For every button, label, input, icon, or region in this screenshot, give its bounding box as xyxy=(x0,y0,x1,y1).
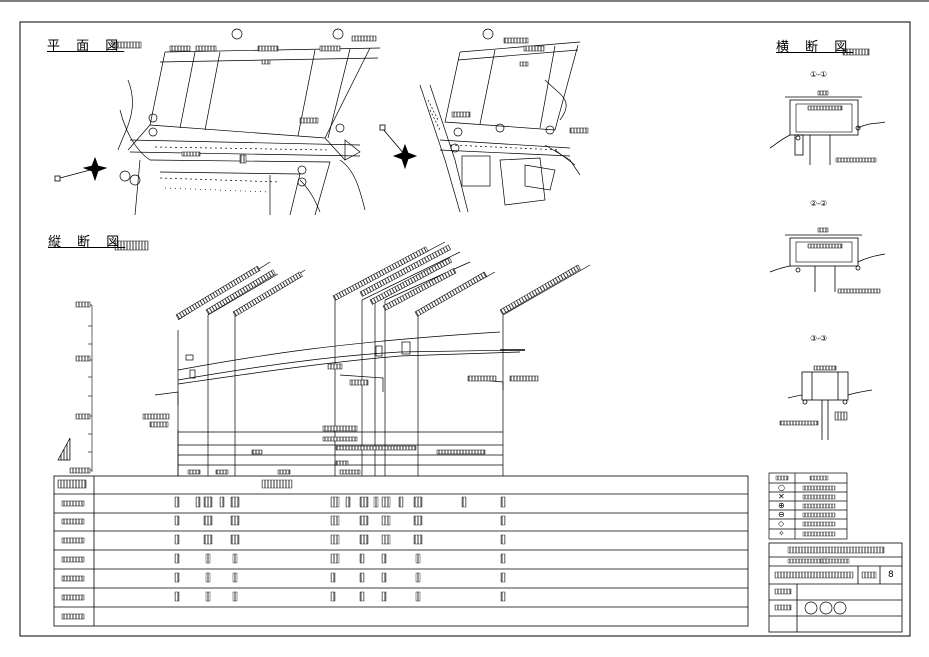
profile-data-table xyxy=(53,475,749,627)
north-arrow-icon-right xyxy=(379,124,418,170)
plan-callouts xyxy=(231,28,494,40)
section-label-3: ③-③ xyxy=(810,334,828,343)
cross-section-3 xyxy=(787,371,873,440)
cross-section-title: 横 断 図 xyxy=(776,40,854,55)
profile-leader-labels xyxy=(69,240,581,475)
plan-view-title: 平 面 図 xyxy=(47,39,125,54)
title-block-callouts xyxy=(804,601,847,615)
table-row-headers xyxy=(57,479,87,620)
cross-section-1 xyxy=(769,96,886,165)
cross-section-labels xyxy=(779,90,881,426)
legend-symbol-6: ✧ xyxy=(778,529,785,538)
profile-view-title: 縦 断 図 xyxy=(48,235,126,250)
legend-table xyxy=(768,472,848,540)
legend-symbol-1: ○ xyxy=(778,483,785,492)
legend-cells xyxy=(775,475,836,537)
section-label-1: ①-① xyxy=(810,70,828,79)
title-block-cells xyxy=(774,546,885,611)
sheet-number: 8 xyxy=(888,570,894,580)
profile-vertical-scale xyxy=(88,304,93,472)
cross-section-2 xyxy=(769,234,886,292)
legend-symbol-2: ✕ xyxy=(778,492,785,501)
north-arrow-icon xyxy=(54,156,108,182)
legend-symbol-5: ◇ xyxy=(778,519,785,528)
section-label-2: ②-② xyxy=(810,199,828,208)
title-block xyxy=(768,542,903,633)
plan-view-right xyxy=(419,41,581,213)
table-cells xyxy=(174,479,506,602)
plan-labels xyxy=(112,35,870,164)
legend-symbol-3: ⊕ xyxy=(778,501,785,510)
legend-symbol-4: ⊖ xyxy=(778,510,785,519)
sheet-border xyxy=(19,21,911,637)
plan-view-left xyxy=(117,47,381,216)
